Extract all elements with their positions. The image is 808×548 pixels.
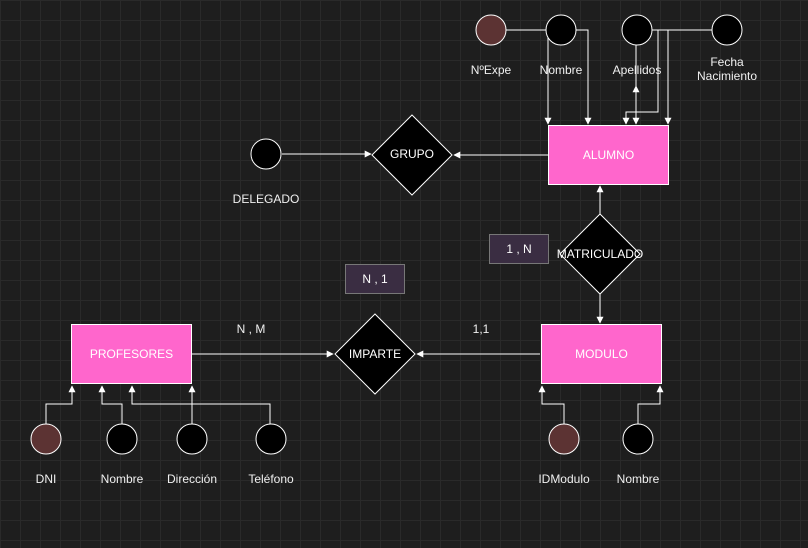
attribute-direccion-circle[interactable] <box>176 423 208 455</box>
cardinality-imparte-modulo: 1,1 <box>472 322 490 336</box>
edge-idmodulo-modulo <box>538 385 565 424</box>
relationship-grupo-diamond[interactable] <box>371 114 453 196</box>
relationship-grupo-label: GRUPO <box>389 147 434 161</box>
relationship-imparte-diamond[interactable] <box>334 313 416 395</box>
edge-nexpe-alumno <box>506 29 552 125</box>
attribute-apellidos-label: Apellidos <box>612 63 662 77</box>
attribute-direccion-label: Dirección <box>166 472 217 486</box>
attribute-telefono-label: Teléfono <box>248 472 294 486</box>
cardinality-matriculado-tag[interactable]: 1 , N <box>489 234 549 264</box>
relationship-matriculado-diamond[interactable] <box>559 213 641 295</box>
attribute-profesor-nombre-label: Nombre <box>100 472 144 486</box>
attribute-fecha-nacimiento-circle[interactable] <box>711 14 743 46</box>
attribute-alumno-nombre-circle[interactable] <box>545 14 577 46</box>
attribute-delegado-circle[interactable] <box>250 138 282 170</box>
attribute-delegado-label: DELEGADO <box>232 192 300 206</box>
attribute-fecha-nacimiento-label: Fecha Nacimiento <box>696 55 758 83</box>
cardinality-imparte-tag[interactable]: N , 1 <box>345 264 405 294</box>
attribute-nexpe-circle[interactable] <box>475 14 507 46</box>
attribute-alumno-nombre-label: Nombre <box>539 63 583 77</box>
attribute-idmodulo-circle[interactable] <box>548 423 580 455</box>
relationship-imparte-label: IMPARTE <box>348 347 402 361</box>
edge-nombre-profesores <box>98 385 123 424</box>
attribute-dni-label: DNI <box>35 472 57 486</box>
relationship-matriculado-label: MATRICULADO <box>556 247 644 261</box>
attribute-nexpe-label: NºExpe <box>470 63 512 77</box>
attribute-apellidos-circle[interactable] <box>621 14 653 46</box>
edge-nombre-alumno <box>576 29 592 125</box>
edge-dni-profesores <box>45 385 76 424</box>
attribute-dni-circle[interactable] <box>30 423 62 455</box>
attribute-idmodulo-label: IDModulo <box>538 472 590 486</box>
attribute-telefono-circle[interactable] <box>255 423 287 455</box>
edge-apellidos-alumno-2 <box>658 29 672 125</box>
entity-profesores[interactable]: PROFESORES <box>71 324 192 384</box>
entity-modulo[interactable]: MODULO <box>541 324 662 384</box>
attribute-modulo-nombre-circle[interactable] <box>622 423 654 455</box>
cardinality-imparte-profesores: N , M <box>236 322 266 336</box>
attribute-profesor-nombre-circle[interactable] <box>106 423 138 455</box>
attribute-modulo-nombre-label: Nombre <box>616 472 660 486</box>
edge-nombre-modulo <box>637 385 664 424</box>
edge-telefono-profesores <box>128 385 271 424</box>
entity-alumno[interactable]: ALUMNO <box>548 125 669 185</box>
